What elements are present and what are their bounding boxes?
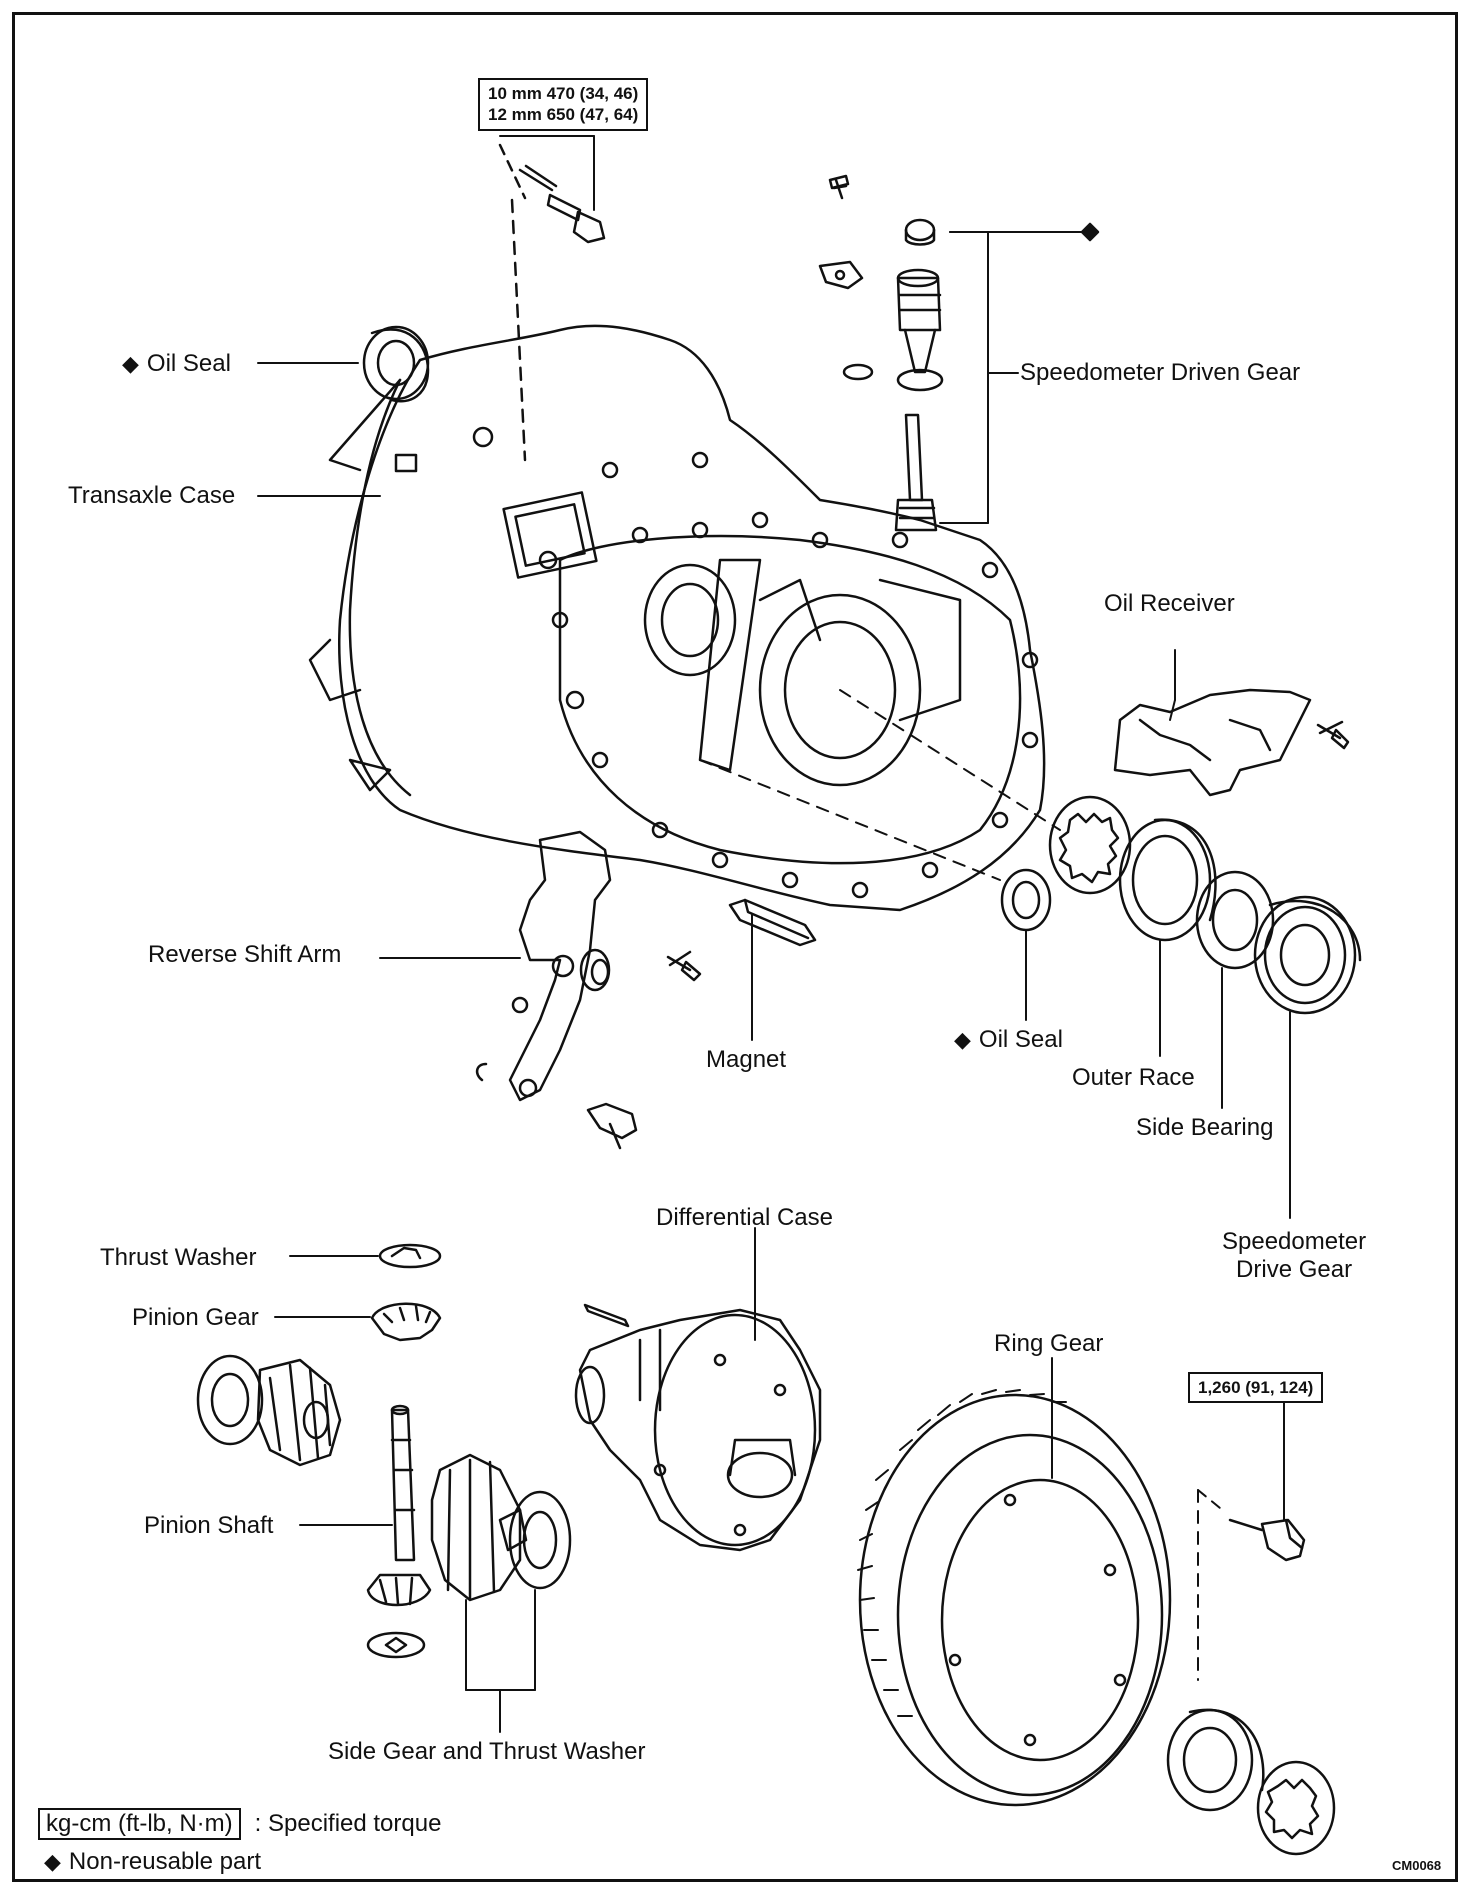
legend-torque: kg-cm (ft-lb, N·m) : Specified torque — [38, 1808, 441, 1840]
non-reusable-diamond-icon: ◆ — [44, 1849, 61, 1874]
label-ring-gear: Ring Gear — [994, 1330, 1104, 1357]
case-bolt-drawing — [498, 135, 606, 462]
label-side-gear-thrust-washer: Side Gear and Thrust Washer — [328, 1738, 646, 1765]
reverse-shift-arm-drawing — [379, 830, 702, 1150]
label-magnet: Magnet — [706, 1046, 787, 1073]
torque-spec-row-12mm: 12 mm 650 (47, 64) — [488, 105, 639, 125]
label-speedometer-driven-gear: Speedometer Driven Gear — [1020, 359, 1301, 386]
differential-case-drawing — [574, 1227, 822, 1552]
legend-torque-text: : Specified torque — [254, 1810, 442, 1837]
label-oil-seal-lower: ◆Oil Seal — [954, 1026, 1063, 1053]
label-oil-receiver: Oil Receiver — [1104, 590, 1235, 617]
label-outer-race: Outer Race — [1072, 1064, 1195, 1091]
non-reusable-diamond-icon: ◆ — [122, 351, 139, 376]
legend-non-reusable-text: Non-reusable part — [68, 1848, 262, 1875]
label-pinion-shaft: Pinion Shaft — [144, 1512, 274, 1539]
ring-gear-drawing — [857, 1357, 1336, 1856]
label-differential-case: Differential Case — [656, 1204, 833, 1231]
speedometer-driven-gear-drawing — [818, 174, 1100, 532]
torque-spec-ring-gear: 1,260 (91, 124) — [1188, 1372, 1324, 1404]
figure-code: CM0068 — [1392, 1858, 1442, 1873]
label-transaxle-case: Transaxle Case — [68, 482, 236, 509]
oil-seal-upper-drawing — [257, 325, 430, 403]
label-oil-seal-upper: ◆Oil Seal — [122, 350, 231, 377]
magnet-drawing — [728, 898, 817, 1041]
bearing-stack-drawing — [1048, 795, 1362, 1219]
label-speedometer-drive-gear: Speedometer Drive Gear — [1222, 1228, 1367, 1283]
diagram-frame — [12, 12, 1458, 1882]
oil-receiver-drawing — [1113, 649, 1350, 797]
transaxle-case-drawing — [308, 324, 1046, 912]
label-thrust-washer: Thrust Washer — [100, 1244, 257, 1271]
non-reusable-diamond-icon: ◆ — [954, 1027, 971, 1052]
pinion-parts-drawing — [196, 1243, 572, 1733]
legend-non-reusable: ◆ Non-reusable part — [44, 1850, 261, 1874]
label-side-bearing: Side Bearing — [1136, 1114, 1274, 1141]
legend-torque-unit-box: kg-cm (ft-lb, N·m) — [38, 1808, 241, 1840]
assembly-axis-lines — [699, 689, 1061, 881]
torque-spec-row-10mm: 10 mm 470 (34, 46) — [488, 84, 639, 103]
oil-seal-lower-drawing — [1000, 868, 1052, 1021]
label-pinion-gear: Pinion Gear — [132, 1304, 259, 1331]
torque-spec-case-bolts: 10 mm 470 (34, 46) 12 mm 650 (47, 64) — [478, 78, 649, 131]
label-reverse-shift-arm: Reverse Shift Arm — [148, 941, 342, 968]
